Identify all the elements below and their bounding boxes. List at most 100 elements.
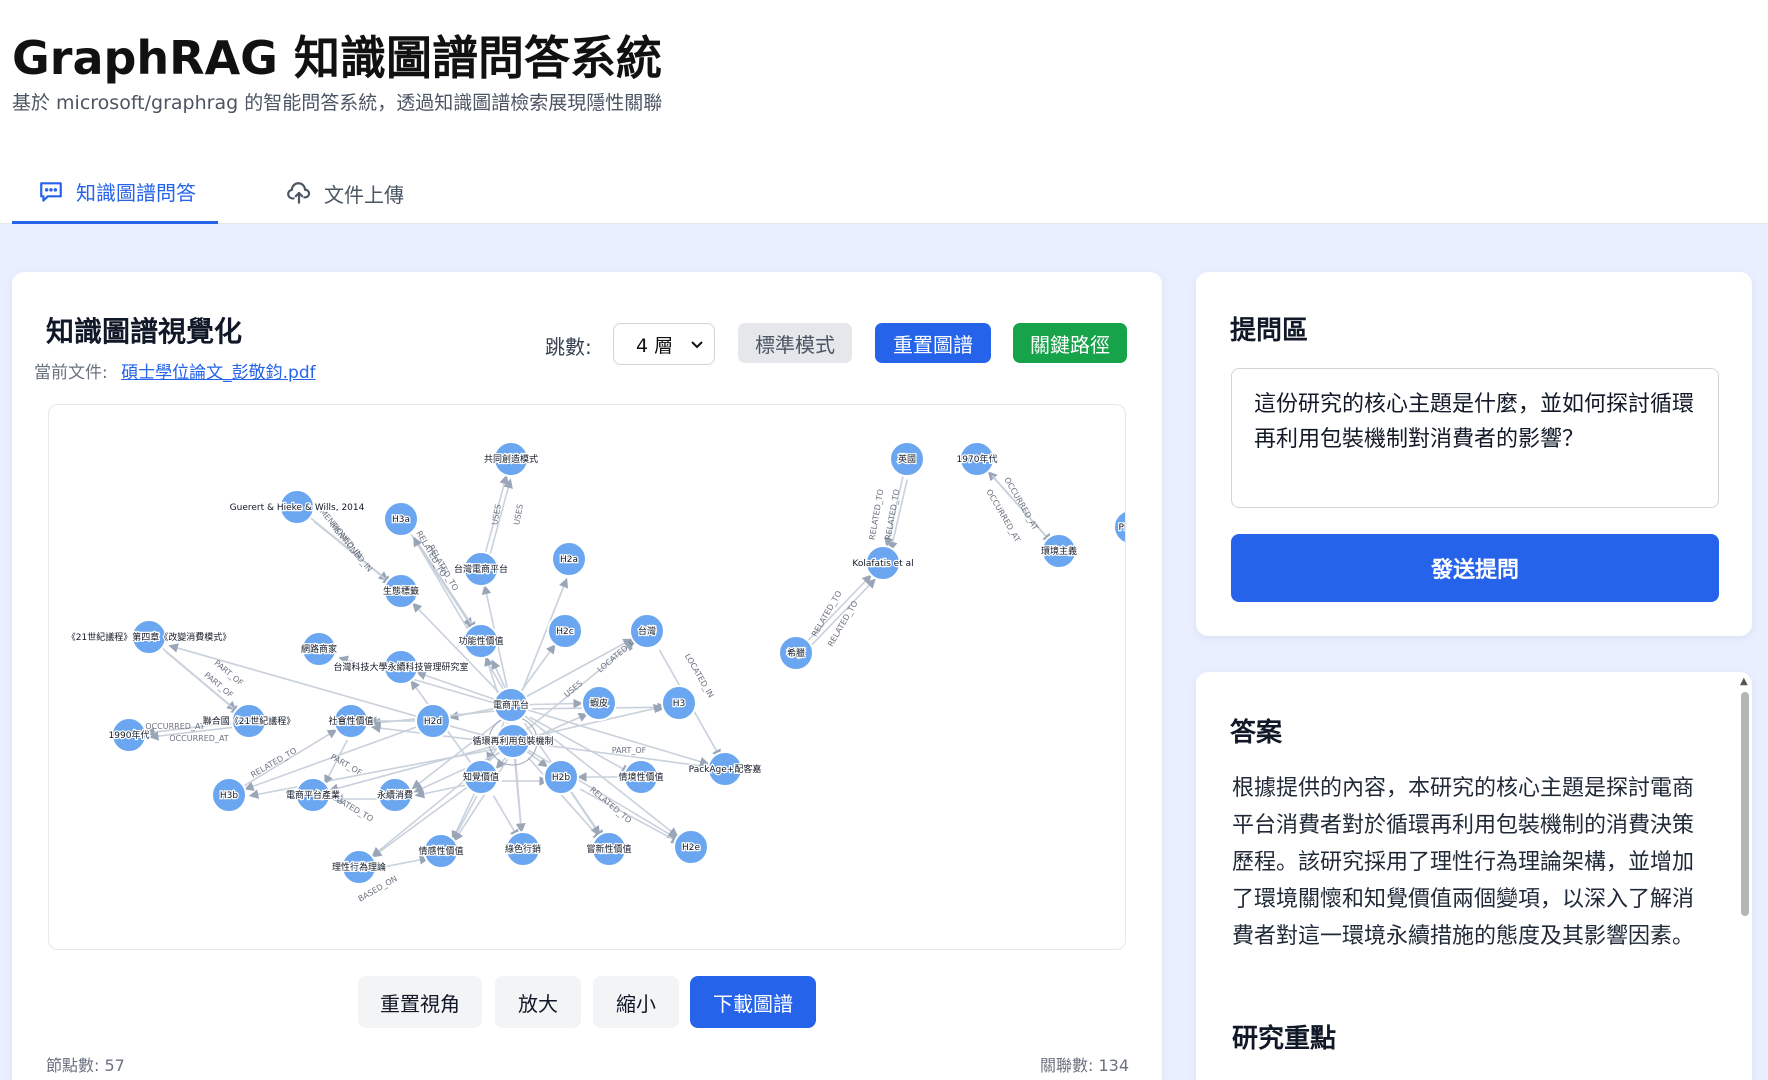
graph-node-label: 社會性價值 <box>328 715 373 727</box>
graph-node[interactable]: H2c <box>547 613 583 649</box>
zoom-out-button[interactable]: 縮小 <box>593 976 679 1028</box>
graph-node[interactable]: H2d <box>415 703 451 739</box>
graph-node-circle[interactable] <box>1041 533 1077 569</box>
tab-knowledge-graph-qa[interactable]: 知識圖譜問答 <box>12 162 218 224</box>
graph-node-circle[interactable] <box>889 441 925 477</box>
scroll-up-icon[interactable]: ▲ <box>1740 676 1748 687</box>
graph-node[interactable]: 共同創造模式 <box>483 441 539 477</box>
graph-node[interactable]: 生態標籤 <box>382 573 420 609</box>
graph-node[interactable]: H3a <box>383 501 419 537</box>
graph-node-circle[interactable] <box>581 685 617 721</box>
graph-node[interactable]: Guerert & Hieke & Wills, 2014 <box>228 489 366 525</box>
graph-node[interactable]: 台灣 <box>629 613 665 649</box>
graph-node-circle[interactable] <box>493 441 529 477</box>
graph-node-circle[interactable] <box>463 759 499 795</box>
graph-node[interactable]: 理性行為理論 <box>331 849 387 885</box>
graph-node[interactable]: PROC <box>1113 510 1126 544</box>
graph-node-circle[interactable] <box>383 573 419 609</box>
graph-node[interactable]: 台灣科技大學永續科技管理研究室 <box>332 649 470 685</box>
tab-file-upload[interactable]: 文件上傳 <box>286 162 426 224</box>
app-subtitle: 基於 microsoft/graphrag 的智能問答系統，透過知識圖譜檢索展現… <box>12 92 663 114</box>
reset-graph-button[interactable]: 重置圖譜 <box>875 323 991 363</box>
graph-node[interactable]: H2e <box>673 829 709 865</box>
graph-node[interactable]: 英國 <box>889 441 925 477</box>
graph-node-circle[interactable] <box>383 649 419 685</box>
graph-node-circle[interactable] <box>959 441 995 477</box>
graph-node[interactable]: 台灣電商平台 <box>453 551 509 587</box>
graph-node-circle[interactable] <box>131 619 167 655</box>
graph-node-circle[interactable] <box>493 687 529 723</box>
graph-node[interactable]: 環境主義 <box>1040 533 1078 569</box>
graph-node-circle[interactable] <box>547 613 583 649</box>
graph-node[interactable]: 綠色行銷 <box>504 831 542 867</box>
graph-node-circle[interactable] <box>865 545 901 581</box>
graph-node[interactable]: H2b <box>543 759 579 795</box>
graph-node-circle[interactable] <box>301 631 337 667</box>
scrollbar-thumb[interactable] <box>1741 692 1749 916</box>
graph-node-circle[interactable] <box>543 759 579 795</box>
graph-node[interactable]: 1990年代 <box>107 717 151 753</box>
graph-node[interactable]: 永續消費 <box>376 777 414 813</box>
send-question-button[interactable]: 發送提問 <box>1231 534 1719 602</box>
graph-node[interactable]: 嘗新性價值 <box>585 831 633 867</box>
answer-panel-title: 答案 <box>1230 718 1283 748</box>
graph-node-label: 綠色行銷 <box>505 843 541 855</box>
graph-node-circle[interactable] <box>778 635 814 671</box>
graph-node[interactable]: PackAge+配客嘉 <box>687 751 763 787</box>
reset-view-button[interactable]: 重置視角 <box>358 976 482 1028</box>
graph-node[interactable]: 電商平台 <box>492 687 530 723</box>
graph-node-circle[interactable] <box>505 831 541 867</box>
graph-node[interactable]: 蝦皮 <box>581 685 617 721</box>
graph-node-circle[interactable] <box>707 751 743 787</box>
graph-node-circle[interactable] <box>111 717 147 753</box>
graph-node[interactable]: 網路商家 <box>300 631 338 667</box>
current-file-link[interactable]: 碩士學位論文_彭敬鈞.pdf <box>121 363 316 383</box>
question-input[interactable]: 這份研究的核心主題是什麼，並如何探討循環再利用包裝機制對消費者的影響？ <box>1231 368 1719 508</box>
graph-node-circle[interactable] <box>1113 510 1126 544</box>
graph-node[interactable]: 情感性價值 <box>417 833 465 869</box>
graph-node[interactable]: 電商平台產業 <box>285 777 341 813</box>
hop-select[interactable]: 4 層 <box>613 323 715 365</box>
graph-node[interactable]: H2a <box>551 541 587 577</box>
graph-node[interactable]: 希臘 <box>778 635 814 671</box>
graph-node-circle[interactable] <box>495 723 531 759</box>
graph-node[interactable]: H3b <box>211 777 247 813</box>
edge-label: RELATED_TO <box>868 488 886 540</box>
graph-node[interactable]: 聯合國《21世紀議程》 <box>202 703 296 739</box>
graph-node-circle[interactable] <box>211 777 247 813</box>
graph-node[interactable]: 社會性價值 <box>327 703 375 739</box>
graph-node-circle[interactable] <box>591 831 627 867</box>
graph-node[interactable]: 循環再利用包裝機制 <box>471 723 555 759</box>
graph-node[interactable]: 《21世紀議程》第四章《改變消費模式》 <box>66 619 232 655</box>
graph-node[interactable]: H3 <box>661 685 697 721</box>
graph-node[interactable]: 知覺價值 <box>462 759 500 795</box>
graph-node[interactable]: 功能性價值 <box>457 623 505 659</box>
graph-node[interactable]: 情境性價值 <box>617 759 665 795</box>
graph-node-circle[interactable] <box>279 489 315 525</box>
graph-node-circle[interactable] <box>333 703 369 739</box>
graph-node[interactable]: Kolafatis et al <box>851 545 915 581</box>
graph-node-circle[interactable] <box>551 541 587 577</box>
graph-node-circle[interactable] <box>377 777 413 813</box>
graph-node-circle[interactable] <box>463 551 499 587</box>
graph-node-circle[interactable] <box>341 849 377 885</box>
zoom-in-button[interactable]: 放大 <box>495 976 581 1028</box>
graph-node[interactable]: 1970年代 <box>955 441 999 477</box>
graph-node-circle[interactable] <box>423 833 459 869</box>
graph-edge <box>807 574 872 642</box>
key-path-button[interactable]: 關鍵路徑 <box>1013 323 1127 363</box>
graph-node-circle[interactable] <box>623 759 659 795</box>
graph-node-circle[interactable] <box>231 703 267 739</box>
graph-node-circle[interactable] <box>415 703 451 739</box>
graph-node-circle[interactable] <box>661 685 697 721</box>
graph-node-circle[interactable] <box>629 613 665 649</box>
standard-mode-button[interactable]: 標準模式 <box>738 323 852 363</box>
graph-node-circle[interactable] <box>463 623 499 659</box>
graph-node-circle[interactable] <box>295 777 331 813</box>
graph-edge <box>453 758 509 842</box>
graph-node-circle[interactable] <box>383 501 419 537</box>
graph-node-circle[interactable] <box>673 829 709 865</box>
download-graph-button[interactable]: 下載圖譜 <box>690 976 816 1028</box>
